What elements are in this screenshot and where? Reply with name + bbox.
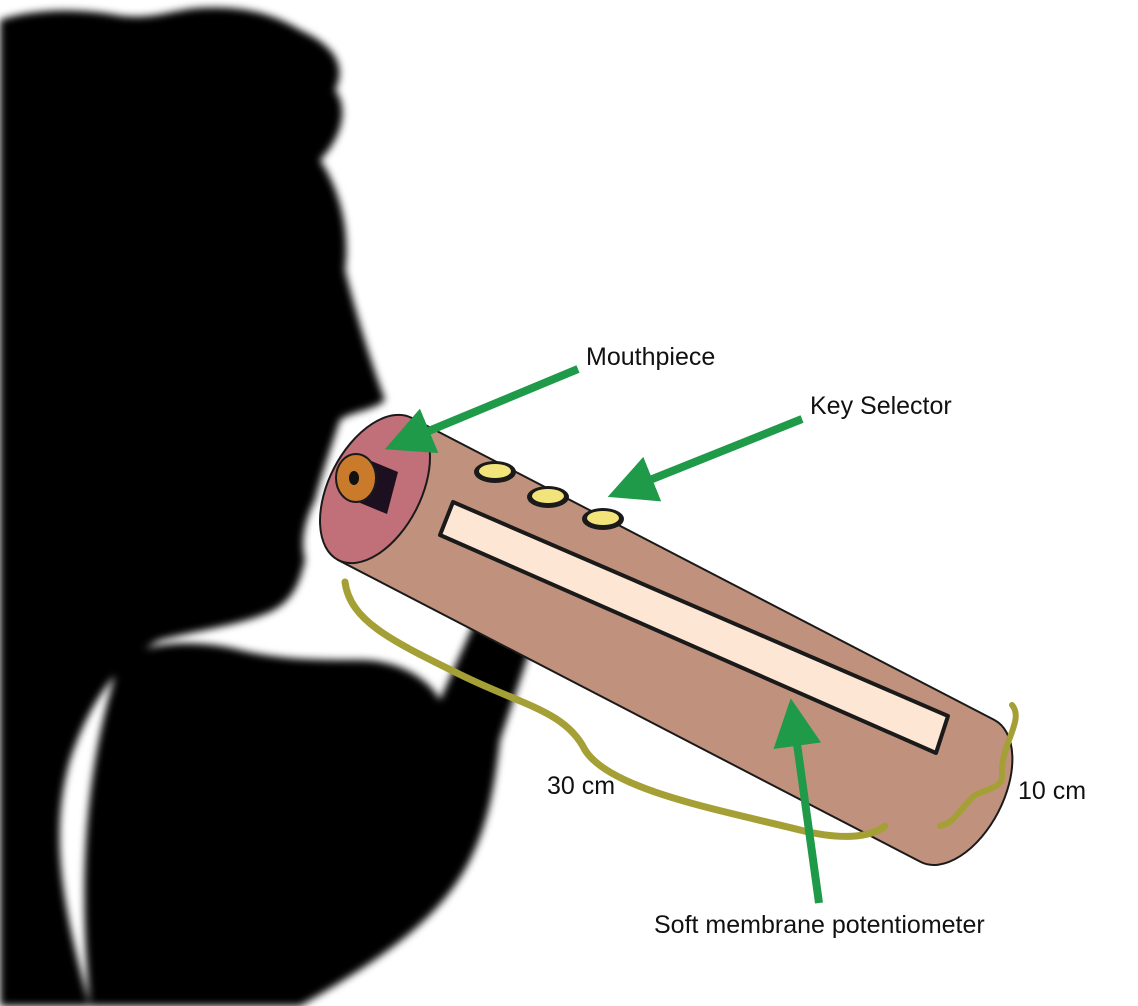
diameter-brace [937, 702, 1019, 829]
mouthpiece-arrow [384, 365, 580, 453]
length-label: 30 cm [547, 772, 616, 800]
membrane-strip [438, 500, 950, 755]
diameter-label: 10 cm [1018, 777, 1087, 805]
potentiometer-arrow [773, 698, 823, 904]
key-selector-buttons [474, 461, 624, 530]
callout-arrows [384, 365, 823, 904]
key-button-1 [474, 461, 516, 483]
mouthpiece [335, 453, 398, 514]
person-silhouette [0, 7, 547, 1006]
potentiometer-label: Soft membrane potentiometer [654, 911, 985, 939]
key-button-2 [527, 486, 569, 508]
head-silhouette [0, 7, 385, 1006]
mouthpiece-hole [349, 471, 359, 485]
key-selector-label: Key Selector [810, 392, 952, 420]
key-selector-arrow [607, 415, 804, 502]
hand-silhouette [84, 560, 547, 1006]
mouthpiece-label: Mouthpiece [586, 343, 716, 371]
key-button-3 [582, 508, 624, 530]
